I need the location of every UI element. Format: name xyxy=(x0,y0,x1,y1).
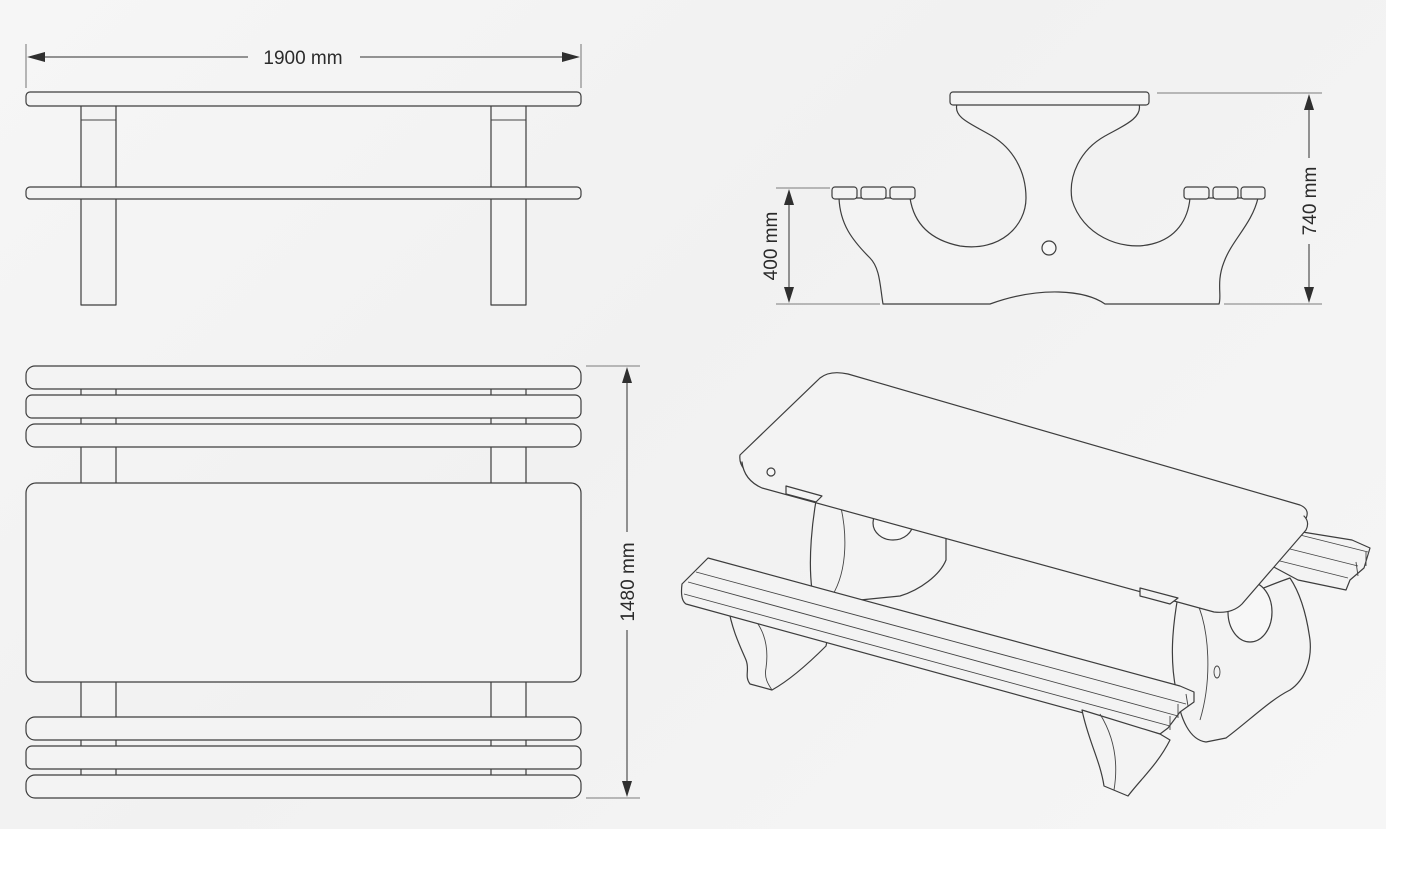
arrowhead-left xyxy=(27,52,45,62)
bolt-hole xyxy=(1041,240,1057,256)
iso-front-bench xyxy=(680,557,1195,735)
plan-seat-board-bottom-3 xyxy=(25,774,582,799)
total-height-label: 740 mm xyxy=(1300,167,1321,236)
seat-board-left-1 xyxy=(831,186,858,200)
iso-table-top xyxy=(739,372,1309,613)
iso-bolt-hole xyxy=(766,467,776,477)
iso-back-bench xyxy=(1269,529,1371,591)
arrowhead-up xyxy=(1304,94,1314,110)
isometric-view xyxy=(680,372,1371,797)
arrowhead-down xyxy=(784,287,794,303)
table-top-side xyxy=(25,91,582,107)
length-dimension: 1900 mm xyxy=(25,44,582,88)
side-elevation: 1900 mm xyxy=(25,44,582,306)
plan-seat-board-top-1 xyxy=(25,365,582,390)
arrowhead-down xyxy=(1304,287,1314,303)
width-label: 1480 mm xyxy=(618,542,639,621)
plan-seat-board-bottom-1 xyxy=(25,716,582,741)
seat-side xyxy=(25,186,582,200)
end-frame xyxy=(838,103,1259,305)
seat-board-right-1 xyxy=(1183,186,1210,200)
total-height-dimension: 740 mm xyxy=(1157,92,1322,305)
leg-right xyxy=(490,103,527,306)
plan-table-top xyxy=(25,482,582,683)
plan-seat-board-top-3 xyxy=(25,423,582,448)
length-label: 1900 mm xyxy=(263,48,342,69)
seat-board-left-3 xyxy=(889,186,916,200)
seat-board-left-2 xyxy=(860,186,887,200)
leg-left xyxy=(80,103,117,306)
seat-board-right-3 xyxy=(1240,186,1266,200)
arrowhead-down xyxy=(622,781,632,797)
arrowhead-up xyxy=(622,367,632,383)
plan-view: 1480 mm xyxy=(25,365,640,799)
seat-height-label: 400 mm xyxy=(761,212,782,281)
plan-seat-board-bottom-2 xyxy=(25,745,582,770)
iso-bench-support-right xyxy=(1081,709,1171,797)
end-elevation: 400 mm 740 mm xyxy=(761,91,1322,305)
width-dimension: 1480 mm xyxy=(586,365,640,799)
plan-seat-board-top-2 xyxy=(25,394,582,419)
table-top-end xyxy=(949,91,1150,106)
arrowhead-up xyxy=(784,189,794,205)
seat-height-dimension: 400 mm xyxy=(761,187,880,305)
arrowhead-right xyxy=(562,52,580,62)
seat-board-right-2 xyxy=(1212,186,1239,200)
